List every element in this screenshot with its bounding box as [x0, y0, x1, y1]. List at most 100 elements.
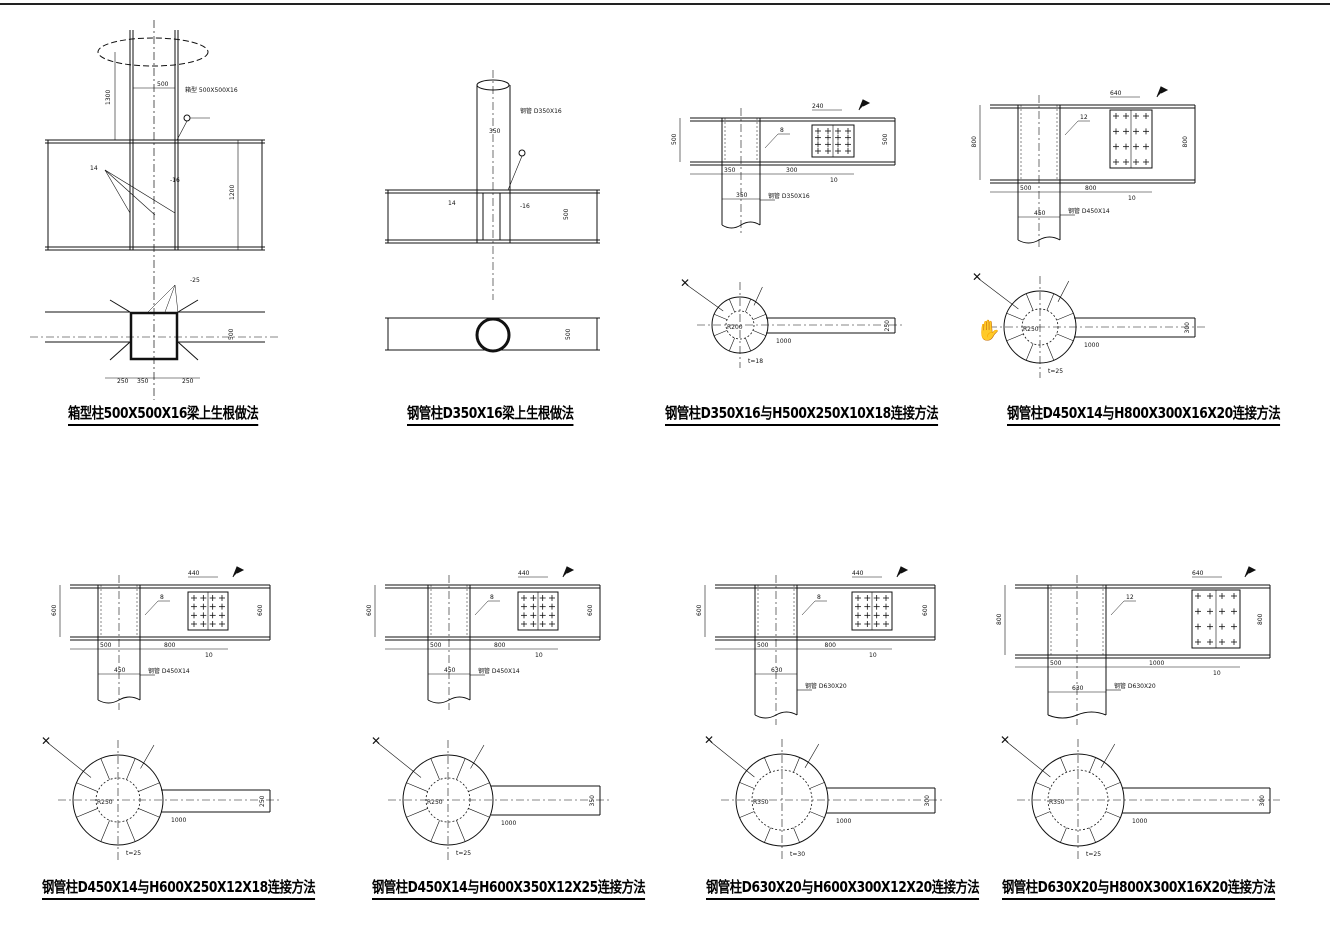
weld-symbol-icon: ✕: [680, 276, 690, 290]
dimension-label: 10: [1128, 195, 1136, 202]
dimension-label: -16: [170, 177, 180, 184]
leader: [470, 744, 485, 769]
dimension-label: 440: [852, 570, 864, 577]
stiffener: [793, 757, 800, 773]
dimension-label: 钢管 D450X14: [1068, 207, 1110, 215]
stiffener: [1046, 293, 1055, 311]
dimension-label: 500: [100, 642, 112, 649]
weld-flag-icon: [562, 566, 575, 578]
dimension-label: 250: [182, 378, 194, 385]
weld-symbol-icon: ✕: [1000, 733, 1010, 747]
pipe-plan: [475, 317, 511, 353]
stiffener: [714, 330, 728, 336]
leader: [176, 120, 188, 141]
dimension-label: 500: [1020, 185, 1032, 192]
dimension-label: R250: [97, 799, 113, 806]
leader: [1064, 120, 1079, 136]
dimension-label: 14: [90, 165, 98, 172]
line: [109, 341, 131, 361]
stiffener: [1056, 333, 1074, 342]
leader: [686, 284, 724, 312]
leader: [140, 744, 155, 769]
dimension-label: 500: [757, 642, 769, 649]
dimension-label: 箱型 500X500X16: [185, 86, 238, 94]
line: [177, 299, 199, 313]
stiffener: [752, 314, 766, 320]
weld-symbol-icon: ✕: [704, 733, 714, 747]
dimension-label: 500: [563, 208, 570, 220]
dimension-label: 630: [1072, 685, 1084, 692]
stiffener: [406, 808, 428, 818]
leader: [474, 600, 489, 616]
dimension-label: 12: [1080, 114, 1088, 121]
dimension-label: 350: [137, 378, 149, 385]
dimension-label: 300: [1184, 322, 1191, 334]
weld-leader: [104, 169, 131, 214]
dimension-label: t=18: [748, 358, 763, 365]
dimension-label: 500: [565, 328, 572, 340]
dimension-label: 350: [589, 795, 596, 807]
leader: [710, 741, 755, 778]
stiffener: [138, 808, 160, 818]
stiffener: [1035, 811, 1051, 818]
stiffener: [406, 782, 428, 792]
leader: [1057, 280, 1070, 302]
dimension-label: 600: [587, 604, 594, 616]
stiffener: [138, 782, 160, 792]
weld-symbol-icon: ✕: [371, 734, 381, 748]
stiffener: [1046, 343, 1055, 361]
dimension-label: 1000: [776, 338, 791, 345]
leader: [804, 743, 820, 768]
stiffener: [100, 758, 110, 780]
detail-ellipse: [97, 37, 209, 67]
dimension-label: R200: [727, 324, 743, 331]
stiffener: [1006, 312, 1024, 321]
dimension-label: 350: [736, 192, 748, 199]
dimension-label: 钢管 D350X16: [768, 192, 810, 200]
weld-flag-icon: [1156, 86, 1169, 98]
dimension-label: 1000: [501, 820, 516, 827]
dimension-label: 800: [1257, 613, 1264, 625]
dimension-label: 10: [830, 177, 838, 184]
panel-title: 钢管柱D450X14与H800X300X16X20连接方法: [1007, 402, 1281, 426]
stiffener: [1035, 782, 1051, 789]
dimension-label: 14: [448, 200, 456, 207]
dimension-label: 800: [996, 613, 1003, 625]
dimension-label: 1000: [1084, 342, 1099, 349]
dimension-label: 钢管 D450X14: [148, 667, 190, 675]
dimension-label: t=25: [456, 850, 471, 857]
weld-leader: [104, 169, 156, 216]
stiffener: [752, 330, 766, 336]
dimension-label: 1000: [1132, 818, 1147, 825]
dimension-label: 300: [1259, 795, 1266, 807]
stiffener: [764, 827, 771, 843]
stiffener: [729, 299, 735, 313]
dimension-label: 10: [535, 652, 543, 659]
dimension-label: 600: [366, 604, 373, 616]
dimension-label: R350: [1049, 799, 1065, 806]
dimension-label: 500: [882, 133, 889, 145]
stiffener: [764, 757, 771, 773]
dimension-label: 500: [671, 133, 678, 145]
weld-flag-icon: [1244, 566, 1257, 578]
stiffener: [1105, 811, 1121, 818]
drawing-border: [0, 3, 1330, 5]
leader: [147, 284, 176, 313]
dimension-label: 800: [971, 136, 978, 148]
dimension-label: 450: [444, 667, 456, 674]
stiffener: [729, 337, 735, 351]
dimension-label: 8: [780, 127, 784, 134]
weld-flag-icon: [232, 566, 245, 578]
stiffener: [430, 758, 440, 780]
dimension-label: 600: [257, 604, 264, 616]
dimension-label: 250: [884, 320, 891, 332]
dimension-label: t=25: [1048, 368, 1063, 375]
dimension-label: 300: [924, 795, 931, 807]
leader: [801, 600, 816, 616]
stiffener: [456, 820, 466, 842]
stiffener: [793, 827, 800, 843]
weld-symbol-icon: ✕: [972, 270, 982, 284]
leader: [1006, 741, 1051, 778]
dimension-label: 钢管 D350X16: [520, 107, 562, 115]
stiffener: [745, 337, 751, 351]
